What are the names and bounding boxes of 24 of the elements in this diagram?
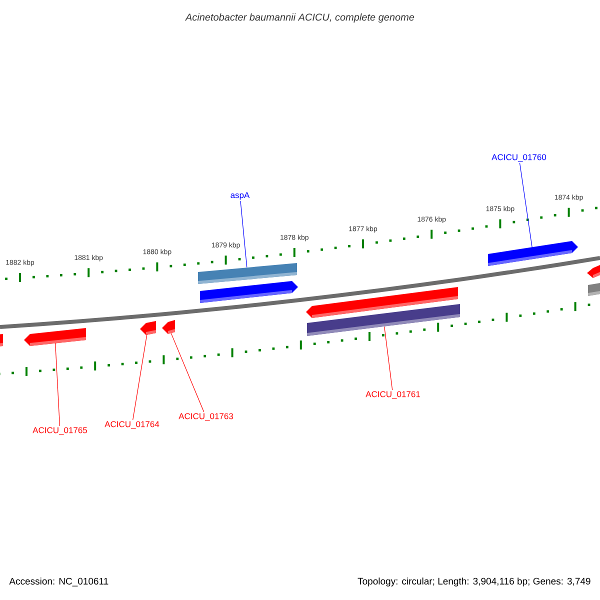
gene-bar [587,265,600,278]
footer-text: Accession: NC_010611 [9,578,108,586]
leader-line [132,334,148,420]
gene-bar [200,281,298,303]
gene-label: ACICU_01761 [366,391,420,399]
gene-bar [162,320,175,334]
gene-label: ACICU_01765 [32,427,88,435]
footer-text: Topology: circular; Length: 3,904,116 bp; Genes: 3,749 [358,578,590,586]
gene-label: aspA [230,192,250,200]
leader-line [55,342,60,426]
leader-line [170,332,204,412]
gene-bar [0,334,3,347]
gene-label: ACICU_01763 [178,413,234,421]
gene-label: ACICU_01764 [104,421,160,429]
leader-line [240,200,248,268]
gene-bar [198,263,297,284]
title: Acinetobacter baumannii ACICU, complete genome [185,13,414,23]
gene-bar [588,283,600,296]
leader-line [519,162,532,248]
gene-label: ACICU_01760 [492,154,546,162]
gene-bar [307,304,460,336]
gene-bar [24,328,86,346]
gene-bar [488,241,578,266]
gene-bar [140,321,156,335]
